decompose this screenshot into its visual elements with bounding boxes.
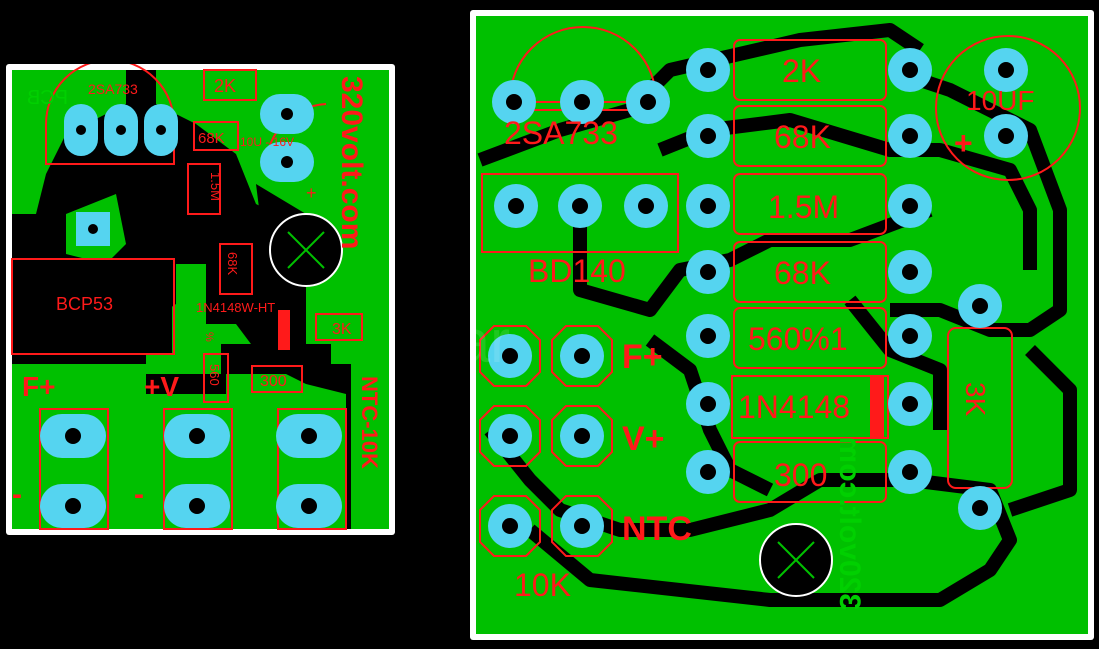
- left-minus-1: -: [12, 478, 22, 511]
- left-layer-label: PCB: [27, 87, 68, 109]
- left-transistor-label: 2SA733: [88, 81, 138, 97]
- right-fiducial: [759, 523, 833, 597]
- left-f-plus-label: F+: [22, 371, 55, 402]
- left-resistor-560-label: 560: [207, 364, 222, 386]
- left-resistor-3k-label: 3K: [332, 321, 352, 338]
- left-silkscreen-outlines: [11, 64, 363, 530]
- right-resistor-300-label: 300: [774, 457, 827, 493]
- right-pcb-svg: 2SA733 BD140 2K 68K 1.5M 68K 560%1 1N414…: [470, 16, 1088, 634]
- right-power-transistor-label: BD140: [528, 253, 626, 289]
- left-resistor-68k-top-label: 68K: [198, 130, 225, 147]
- right-transistor-label: 2SA733: [504, 115, 618, 151]
- right-pcb-board: 2SA733 BD140 2K 68K 1.5M 68K 560%1 1N414…: [470, 10, 1094, 640]
- right-f-plus-label: F+: [622, 338, 663, 376]
- right-resistor-2k-label: 2K: [782, 53, 821, 89]
- right-resistor-1m5-label: 1.5M: [768, 189, 839, 225]
- right-ntc-value-label: 10K: [514, 567, 571, 603]
- right-capacitor-label: 10UF: [966, 85, 1034, 116]
- left-resistor-1m5-label: 1.5M: [208, 172, 223, 201]
- left-pcb-svg: PCB 2SA733 2K 68K 10U - 16V + 1.5M 68K B…: [11, 64, 389, 530]
- right-drill-holes: [502, 62, 1014, 534]
- left-regulator-label: BCP53: [56, 294, 113, 314]
- right-cap-plus: +: [954, 125, 973, 161]
- left-resistor-300-label: 300: [260, 373, 287, 390]
- left-model-label: NTC-10K: [357, 376, 382, 469]
- left-fiducial: [269, 213, 343, 287]
- left-drill-holes: [65, 108, 317, 514]
- left-cap-plus: +: [306, 183, 317, 203]
- right-resistor-68k-1-label: 68K: [774, 119, 831, 155]
- left-minus-2: -: [134, 478, 144, 511]
- left-resistor-68k-mid-label: 68K: [225, 252, 240, 275]
- left-v-plus-label: +V: [144, 371, 179, 402]
- right-resistor-68k-2-label: 68K: [774, 255, 831, 291]
- left-percent-mark: %: [203, 332, 215, 342]
- right-resistor-560-label: 560%1: [748, 321, 848, 357]
- left-diode-label: 1N4148W-HT: [196, 300, 275, 315]
- right-board-title: 320volt.com: [833, 437, 866, 610]
- left-board-title: 320volt.com: [335, 76, 368, 249]
- watermark: 2shar: [470, 308, 510, 375]
- right-v-plus-label: V+: [622, 420, 665, 458]
- left-resistor-2k-label: 2K: [214, 76, 236, 96]
- left-diode-band: [278, 310, 290, 350]
- right-diode-label: 1N4148: [738, 389, 850, 425]
- right-diode-band: [870, 376, 884, 438]
- right-resistor-3k-label: 3K: [960, 382, 991, 417]
- left-capacitor-label: 10U - 16V: [240, 135, 294, 149]
- left-pcb-board: PCB 2SA733 2K 68K 10U - 16V + 1.5M 68K B…: [6, 64, 395, 535]
- left-isolation: [12, 184, 331, 394]
- right-ntc-label: NTC: [622, 510, 692, 548]
